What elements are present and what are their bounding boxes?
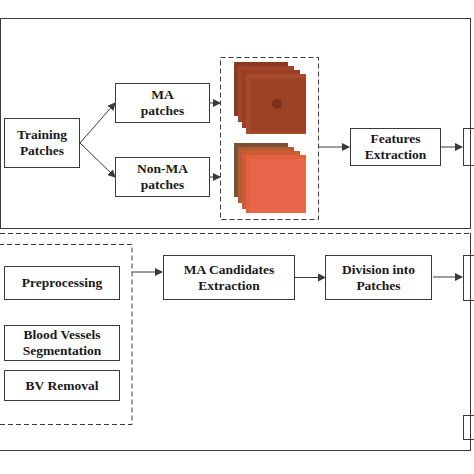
- process-box: Blood Vessels Segmentation: [4, 325, 120, 361]
- process-box: Non-MA patches: [115, 157, 210, 197]
- process-box: Training Patches: [4, 118, 80, 168]
- box-label: MA Candidates Extraction: [169, 262, 289, 294]
- box-label: Division into Patches: [340, 262, 418, 294]
- flow-arrow: [295, 277, 325, 278]
- patch-group: [221, 58, 319, 220]
- non-ma-patch-stack: [234, 143, 306, 213]
- box-label: Training Patches: [7, 127, 77, 159]
- flow-arrow: [210, 103, 220, 104]
- flow-arrow: [80, 143, 115, 177]
- box-label: MA patches: [135, 87, 191, 119]
- box-label: Features Extraction: [353, 131, 438, 163]
- box-label: Blood Vessels Segmentation: [7, 327, 117, 359]
- process-box: MA patches: [115, 83, 210, 123]
- flow-arrow: [210, 177, 220, 178]
- process-box: Division into Patches: [325, 255, 432, 300]
- cut-off-box: [464, 416, 474, 440]
- box-label: BV Removal: [26, 378, 99, 394]
- section-frame: [0, 450, 471, 451]
- section-frame: [470, 233, 471, 450]
- process-box: Features Extraction: [350, 128, 441, 166]
- flow-arrow: [319, 147, 349, 148]
- cut-off-box: [464, 129, 474, 166]
- flow-arrow: [441, 147, 462, 148]
- process-box: Preprocessing: [4, 266, 120, 300]
- box-label: Preprocessing: [22, 275, 103, 291]
- process-box: MA Candidates Extraction: [163, 255, 295, 300]
- box-label: Non-MA patches: [134, 161, 192, 193]
- process-box: BV Removal: [4, 370, 120, 401]
- ma-patch-stack: [234, 62, 306, 134]
- flow-arrow: [433, 277, 462, 278]
- flow-arrow: [80, 103, 115, 143]
- section-divider: [0, 233, 470, 234]
- flow-arrow: [132, 272, 162, 273]
- section-frame: [1, 19, 471, 229]
- cut-off-box: [464, 256, 474, 301]
- preprocess-group: [0, 245, 132, 425]
